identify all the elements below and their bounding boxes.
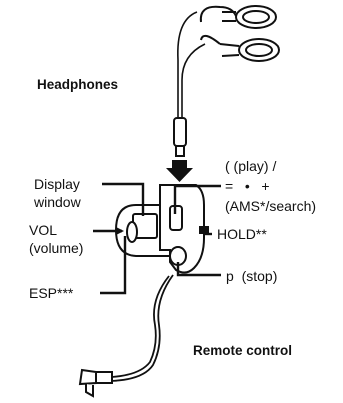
vol-label-line1: VOL (29, 222, 58, 238)
remote-control-label: Remote control (193, 343, 293, 358)
hold-label: HOLD** (217, 226, 267, 242)
headphones-label: Headphones (37, 77, 119, 92)
display-window-leader (102, 182, 145, 216)
vol-label-line2: (volume) (29, 240, 84, 256)
vol-button-shape (126, 221, 138, 243)
play-label-line3: (AMS*/search) (225, 198, 317, 214)
esp-leader (100, 236, 127, 295)
play-label-line1: ( (play) / (225, 158, 277, 174)
remote-cable-illustration (78, 274, 174, 398)
play-leader (173, 184, 221, 214)
remote-body-illustration (114, 184, 209, 274)
display-window-label-line1: Display (34, 176, 80, 192)
play-label-line2: = • + (225, 178, 270, 194)
esp-label: ESP*** (29, 285, 74, 301)
stop-leader (176, 262, 221, 277)
headphones-illustration (173, 5, 280, 157)
insert-arrow (166, 160, 193, 182)
stop-label: p (stop) (226, 268, 278, 284)
leader-lines (93, 182, 221, 295)
display-window-label-line2: window (34, 194, 81, 210)
